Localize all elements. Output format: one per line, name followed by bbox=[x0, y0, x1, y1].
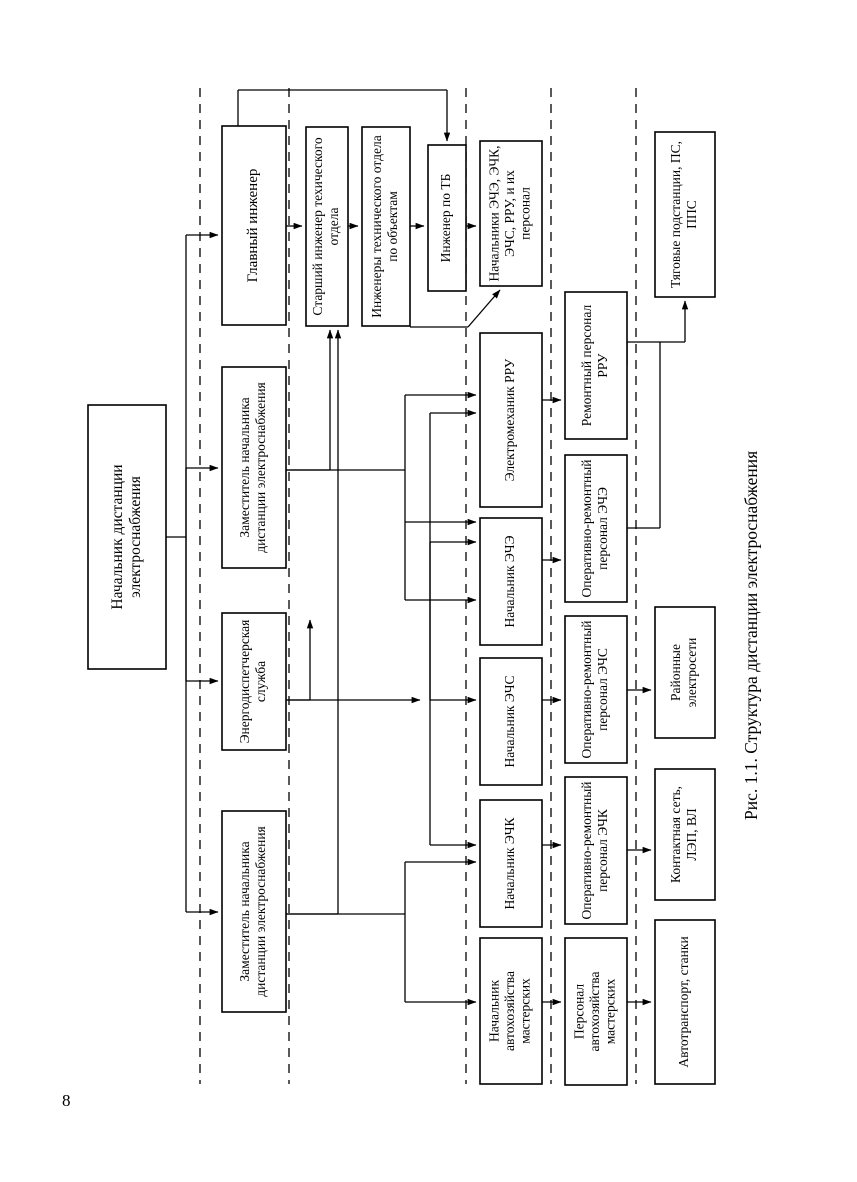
node-n4[interactable]: Заместитель начальникадистанции электрос… bbox=[221, 810, 287, 1013]
page-number: 8 bbox=[62, 1091, 71, 1110]
node-n14[interactable]: Начальникавтохозяйствамастерских bbox=[479, 937, 543, 1085]
node-box bbox=[427, 144, 467, 292]
node-label: Автотранспорт, станки bbox=[676, 936, 691, 1067]
node-box bbox=[654, 919, 716, 1085]
node-label: Начальник дистанцииэлектроснабжения bbox=[109, 464, 144, 609]
node-n18[interactable]: Оперативно-ремонтныйперсонал ЭЧК bbox=[564, 776, 628, 925]
node-box bbox=[564, 454, 628, 603]
node-n3[interactable]: Энергодиспетчерскаяслужба bbox=[221, 612, 287, 751]
node-label: Электромеханик РРУ bbox=[502, 358, 517, 481]
node-n23[interactable]: Автотранспорт, станки bbox=[654, 919, 716, 1085]
node-label: Персоналавтохозяйствамастерских bbox=[571, 971, 617, 1051]
node-n22[interactable]: Контактная сеть,ЛЭП, ВЛ bbox=[654, 768, 716, 901]
node-label: Инженеры технического отделапо объектам bbox=[369, 135, 400, 317]
node-label: Инженер по ТБ bbox=[438, 174, 453, 263]
node-label: Начальник ЭЧЭ bbox=[502, 535, 517, 627]
node-label: Оперативно-ремонтныйперсонал ЭЧК bbox=[579, 781, 610, 919]
node-box bbox=[564, 291, 628, 440]
node-box bbox=[654, 131, 716, 298]
node-n21[interactable]: Районныеэлектросети bbox=[654, 606, 716, 739]
node-box bbox=[479, 937, 543, 1085]
node-n15[interactable]: Ремонтный персоналРРУ bbox=[564, 291, 628, 440]
node-n20[interactable]: Тяговые подстанции, ПС,ППС bbox=[654, 131, 716, 298]
node-n6[interactable]: Старший инженер техическогоотдела bbox=[305, 126, 349, 327]
node-n13[interactable]: Начальник ЭЧК bbox=[479, 799, 543, 928]
node-label: Начальник ЭЧС bbox=[502, 675, 517, 767]
node-n19[interactable]: Персоналавтохозяйствамастерских bbox=[564, 937, 628, 1086]
node-box bbox=[479, 332, 543, 508]
node-n17[interactable]: Оперативно-ремонтныйперсонал ЭЧС bbox=[564, 615, 628, 764]
node-box bbox=[87, 404, 167, 670]
node-label: Начальники ЭЧЭ, ЭЧК,ЭЧС, РРУ, и ихперсон… bbox=[486, 145, 532, 281]
caption-text: Рис. 1.1. Структура дистанции электросна… bbox=[741, 451, 761, 820]
node-box bbox=[564, 937, 628, 1086]
node-box bbox=[479, 140, 543, 287]
node-box bbox=[221, 810, 287, 1013]
node-label: Оперативно-ремонтныйперсонал ЭЧЭ bbox=[579, 459, 610, 597]
node-n16[interactable]: Оперативно-ремонтныйперсонал ЭЧЭ bbox=[564, 454, 628, 603]
node-label: Тяговые подстанции, ПС,ППС bbox=[668, 141, 699, 288]
node-box bbox=[361, 126, 411, 327]
node-label: Оперативно-ремонтныйперсонал ЭЧС bbox=[579, 620, 610, 758]
node-box bbox=[654, 606, 716, 739]
node-box bbox=[479, 799, 543, 928]
node-n7[interactable]: Инженеры технического отделапо объектам bbox=[361, 126, 411, 327]
node-n10[interactable]: Электромеханик РРУ bbox=[479, 332, 543, 508]
node-label: Старший инженер техическогоотдела bbox=[310, 137, 341, 315]
node-label: Районныеэлектросети bbox=[668, 638, 699, 708]
node-n12[interactable]: Начальник ЭЧС bbox=[479, 657, 543, 786]
node-box bbox=[221, 366, 287, 569]
node-n2[interactable]: Заместитель начальникадистанции электрос… bbox=[221, 366, 287, 569]
node-label: Заместитель начальникадистанции электрос… bbox=[237, 826, 268, 997]
node-n8[interactable]: Инженер по ТБ bbox=[427, 144, 467, 292]
node-label: Начальникавтохозяйствамастерских bbox=[486, 971, 532, 1051]
node-label: Ремонтный персоналРРУ bbox=[579, 305, 610, 427]
node-n5[interactable]: Главный инженер bbox=[221, 125, 287, 326]
node-box bbox=[479, 517, 543, 646]
node-label: Главный инженер bbox=[245, 169, 261, 283]
node-label: Заместитель начальникадистанции электрос… bbox=[237, 382, 268, 553]
node-label: Энергодиспетчерскаяслужба bbox=[237, 620, 268, 744]
node-box bbox=[221, 612, 287, 751]
node-box bbox=[564, 615, 628, 764]
node-n9[interactable]: Начальники ЭЧЭ, ЭЧК,ЭЧС, РРУ, и ихперсон… bbox=[479, 140, 543, 287]
connectors bbox=[166, 89, 689, 1006]
node-box bbox=[305, 126, 349, 327]
node-box bbox=[221, 125, 287, 326]
node-box bbox=[654, 768, 716, 901]
node-label: Контактная сеть,ЛЭП, ВЛ bbox=[668, 786, 699, 883]
node-n1[interactable]: Начальник дистанцииэлектроснабжения bbox=[87, 404, 167, 670]
node-box bbox=[564, 776, 628, 925]
figure-caption: Рис. 1.1. Структура дистанции электросна… bbox=[741, 451, 761, 820]
node-n11[interactable]: Начальник ЭЧЭ bbox=[479, 517, 543, 646]
node-label: Начальник ЭЧК bbox=[502, 816, 517, 909]
node-box bbox=[479, 657, 543, 786]
